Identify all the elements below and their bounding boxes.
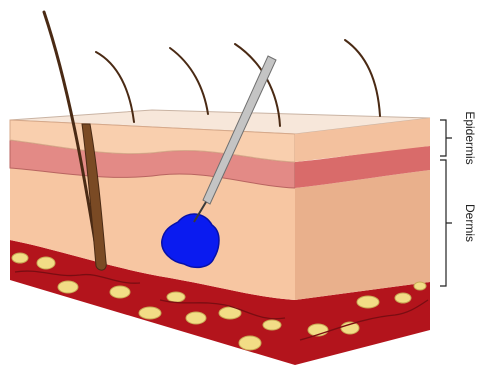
- dermis-label: Dermis: [463, 204, 477, 242]
- epidermis-bracket: [440, 120, 452, 156]
- hair: [170, 48, 208, 114]
- hair: [345, 40, 380, 116]
- fat-cell: [37, 257, 55, 269]
- fat-cell: [414, 282, 426, 290]
- fat-cell: [263, 320, 281, 330]
- fat-cell: [239, 336, 261, 350]
- layer-brackets: [440, 120, 452, 286]
- fat-cell: [186, 312, 206, 324]
- fat-cell: [395, 293, 411, 303]
- fat-cell: [167, 292, 185, 302]
- fat-cell: [110, 286, 130, 298]
- fat-cell: [139, 307, 161, 319]
- fat-cell: [357, 296, 379, 308]
- fat-cell: [12, 253, 28, 263]
- front-face: [10, 120, 295, 365]
- dermis-bracket: [440, 160, 452, 286]
- fat-cell: [58, 281, 78, 293]
- side-dermis: [295, 170, 430, 300]
- epidermis-label: Epidermis: [463, 111, 477, 164]
